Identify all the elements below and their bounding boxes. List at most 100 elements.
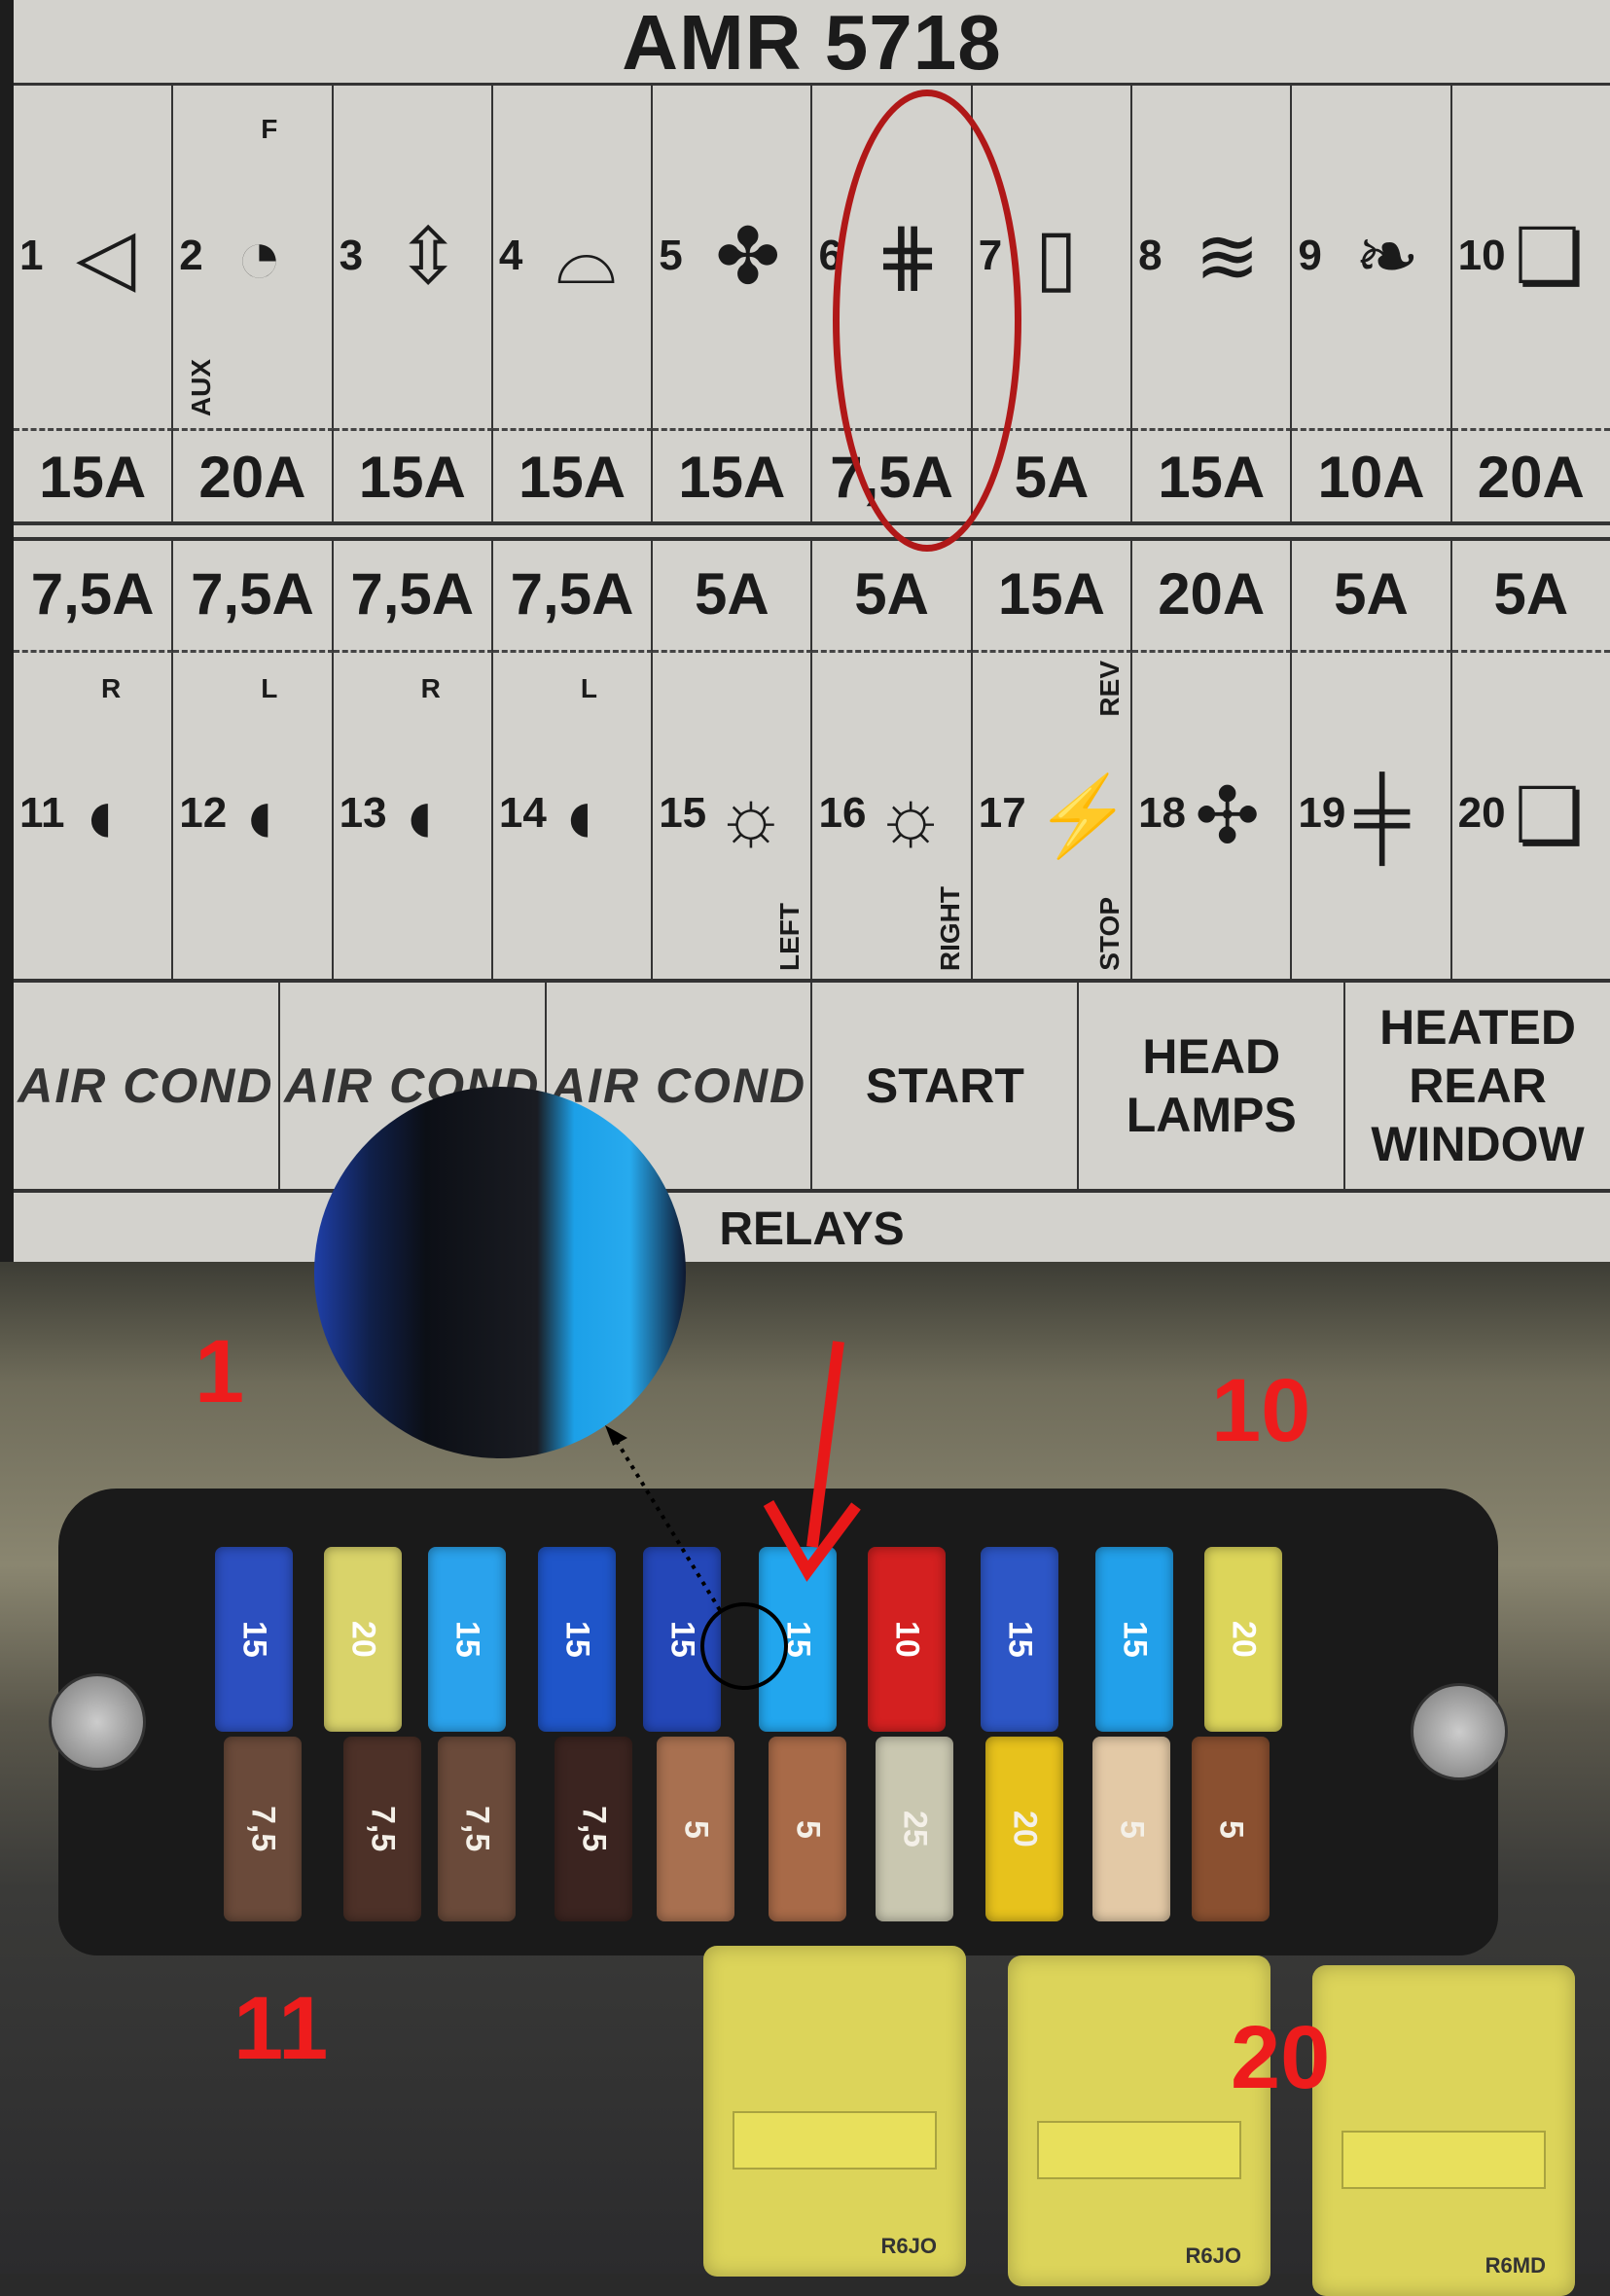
fuse-number: 2: [179, 232, 203, 279]
headlamp-right-icon: ◖: [76, 771, 124, 859]
fuse-rating: 20A: [1451, 428, 1610, 521]
fuse-bottom-13[interactable]: 7,5: [438, 1737, 516, 1921]
fuse-cell-1: 1◁: [14, 86, 174, 428]
fan-icon: ✤: [715, 213, 781, 300]
fuse-number: 4: [498, 232, 523, 279]
fuse-sublabel: L: [261, 673, 278, 703]
hazard-triangle-icon: ◁: [76, 213, 136, 300]
fuse-rating: 10A: [1292, 428, 1452, 521]
relay-tab: [1342, 2131, 1546, 2189]
side-light-left-icon: ☼: [715, 771, 787, 859]
relay-unit: R6JO: [1008, 1955, 1270, 2286]
fuse-number: 11: [19, 789, 65, 837]
pointer-head-icon: [605, 1425, 627, 1446]
fuse-sublabel: R: [420, 673, 441, 703]
fuse-bottom-15[interactable]: 5: [657, 1737, 734, 1921]
fuse-rating: 5A: [1451, 541, 1610, 653]
fuse-number: 12: [179, 789, 228, 837]
double-fan-icon: ✣: [1195, 771, 1261, 859]
magnified-inset: [314, 1087, 686, 1458]
relay-code: R6JO: [880, 2234, 937, 2258]
fuse-rating: 5A: [972, 428, 1133, 521]
fuse-cell-12: 12◖L: [173, 653, 334, 979]
fuse-cell-10: 10❏: [1452, 86, 1610, 428]
fuse-cell-18: 18✣: [1132, 653, 1293, 979]
position-label-20: 20: [1231, 2008, 1331, 2107]
interior-light-icon: ❧: [1354, 213, 1420, 300]
fuse-top-3[interactable]: 15: [428, 1547, 506, 1732]
fuse-cell-20: 20❏: [1452, 653, 1610, 979]
headlamp-left-icon: ◖: [555, 771, 603, 859]
fuse-cell-11: 11◖ R: [14, 653, 174, 979]
fuse-rating: 15A: [1132, 428, 1293, 521]
highlight-oval-fuse-6: [833, 90, 1021, 552]
fuse-rating: 7,5A: [492, 541, 654, 653]
fuse-rating: 5A: [653, 541, 813, 653]
fuse-number: 1: [19, 232, 44, 279]
relay-label: HEAD LAMPS: [1079, 983, 1346, 1189]
relay-tab: [1037, 2121, 1241, 2179]
fuse-bottom-18[interactable]: 20: [985, 1737, 1063, 1921]
position-label-11: 11: [233, 1979, 329, 2078]
fuse-top-9[interactable]: 15: [1095, 1547, 1173, 1732]
fuse-top-10[interactable]: 20: [1204, 1547, 1282, 1732]
manual-icon: ❏: [1514, 771, 1585, 859]
fuse-bottom-19[interactable]: 5: [1092, 1737, 1170, 1921]
fuse-top-8[interactable]: 15: [981, 1547, 1058, 1732]
red-arrow: [806, 1341, 844, 1548]
fuse-sublabel: R: [101, 673, 122, 703]
position-label-10: 10: [1211, 1361, 1311, 1460]
fuse-rating: 15A: [14, 428, 174, 521]
fuse-bottom-20[interactable]: 5: [1192, 1737, 1270, 1921]
fuse-rating: 7,5A: [14, 541, 174, 653]
fuse-cell-5: 5✤: [653, 86, 813, 428]
relay-code: R6JO: [1185, 2243, 1241, 2268]
fuse-number: 3: [339, 232, 364, 279]
screw-icon: [1411, 1683, 1508, 1780]
aux-lamp-gauge-horn-icon: ◔: [235, 213, 283, 300]
fuse-bottom-12[interactable]: 7,5: [343, 1737, 421, 1921]
dotted-pointer: [611, 1433, 722, 1612]
fuse-bottom-16[interactable]: 5: [769, 1737, 846, 1921]
fuse-number: 20: [1457, 789, 1506, 837]
fuse-bottom-17[interactable]: 25: [876, 1737, 953, 1921]
fuse-rating: 15A: [492, 428, 654, 521]
relay-label: AIR COND: [14, 983, 280, 1189]
fuse-number: 8: [1138, 232, 1163, 279]
relay-unit: R6MD: [1312, 1965, 1575, 2296]
fuse-rating: 7,5A: [173, 541, 334, 653]
fuse-top-2[interactable]: 20: [324, 1547, 402, 1732]
fuse-number: 17: [978, 789, 1026, 837]
fuse-top-4[interactable]: 15: [538, 1547, 616, 1732]
relay-tab: [733, 2111, 937, 2170]
fuse-rating: 15A: [333, 428, 493, 521]
fuse-number: 14: [498, 789, 547, 837]
fuse-cell-15: 15☼LEFT: [653, 653, 813, 979]
fuse-rating: 5A: [1292, 541, 1452, 653]
fuse-top-1[interactable]: 15: [215, 1547, 293, 1732]
part-number-title: AMR 5718: [622, 0, 1002, 86]
fuse-badge: F: [261, 114, 278, 144]
fuse-rating: 20A: [173, 428, 334, 521]
fuse-number: 9: [1298, 232, 1322, 279]
fuse-bottom-14[interactable]: 7,5: [555, 1737, 632, 1921]
fuse-top-7[interactable]: 10: [868, 1547, 946, 1732]
fuse-bottom-11[interactable]: 7,5: [224, 1737, 302, 1921]
fuse-cell-4: 4⌓: [493, 86, 654, 428]
fuse-sublabel: L: [580, 673, 597, 703]
fuse-rating: 15A: [972, 541, 1133, 653]
position-label-1: 1: [195, 1322, 245, 1421]
fuse-number: 16: [818, 789, 867, 837]
fuse-number: 13: [339, 789, 387, 837]
headlamp-right-icon: ◖: [395, 771, 443, 859]
fuse-cell-16: 16☼RIGHT: [812, 653, 973, 979]
fuse-cell-3: 3⇳: [334, 86, 493, 428]
reverse-stop-lamp-icon: ⚡: [1034, 771, 1132, 859]
lighter-icon: ▯: [1034, 213, 1078, 300]
fuse-rating: 20A: [1132, 541, 1293, 653]
